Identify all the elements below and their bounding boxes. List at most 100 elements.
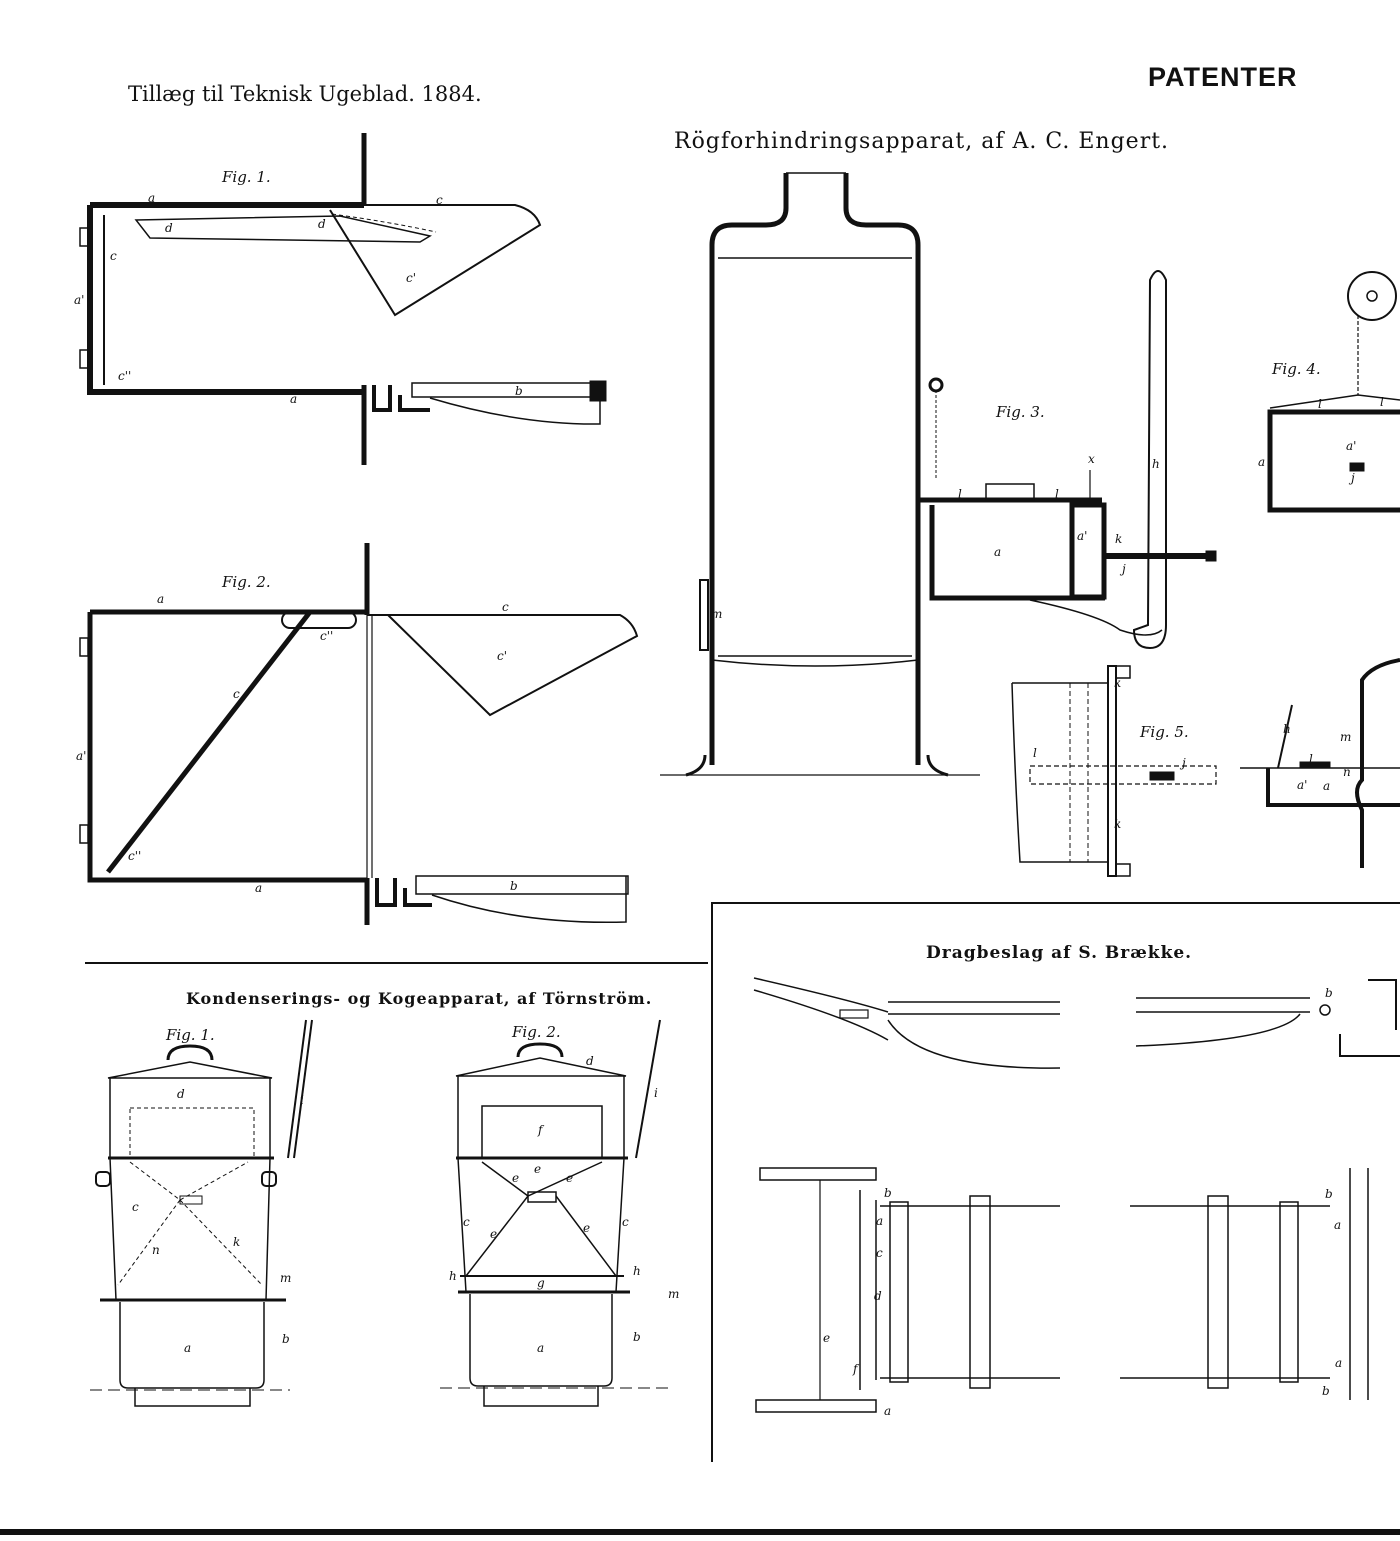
- section-header: PATENTER: [1148, 62, 1298, 92]
- label-h: h: [633, 1264, 641, 1278]
- label-l: l: [1033, 746, 1037, 760]
- fig1-drawing: [79, 133, 607, 465]
- label-j: j: [1351, 471, 1355, 485]
- label-a: a: [884, 1404, 892, 1418]
- fig3-drawing: [660, 172, 1217, 777]
- label-b: b: [1325, 1187, 1333, 1201]
- label-a1: a': [76, 749, 87, 763]
- label-e: e: [566, 1171, 574, 1185]
- label-m: m: [1340, 730, 1352, 744]
- label-j: j: [1122, 562, 1126, 576]
- fig4-caption: Fig. 4.: [1272, 360, 1321, 378]
- label-k: k: [1114, 676, 1122, 690]
- fig5-drawing: [1011, 665, 1217, 877]
- fig3-caption: Fig. 3.: [996, 403, 1045, 421]
- drag-fitting-title: Dragbeslag af S. Brække.: [926, 943, 1193, 963]
- label-h: h: [449, 1269, 457, 1283]
- label-a1: a': [1077, 529, 1088, 543]
- label-c: c: [463, 1215, 470, 1229]
- fig4-drawing: [1267, 271, 1400, 513]
- label-e: e: [823, 1331, 831, 1345]
- label-c: c: [132, 1200, 139, 1214]
- label-m: m: [668, 1287, 680, 1301]
- drag-fitting-plan-views: [755, 1167, 1369, 1413]
- label-a: a: [537, 1341, 545, 1355]
- label-d: d: [177, 1087, 185, 1101]
- fig5-caption: Fig. 5.: [1140, 723, 1189, 741]
- label-e: e: [583, 1221, 591, 1235]
- label-h: h: [1152, 457, 1160, 471]
- label-l: l: [1055, 487, 1059, 501]
- label-b: b: [1325, 986, 1333, 1000]
- drag-fitting-side-views: [753, 977, 1400, 1069]
- label-d: d: [874, 1289, 882, 1303]
- label-i: i: [654, 1086, 658, 1100]
- label-c2: c'': [320, 629, 334, 643]
- label-b: b: [515, 384, 523, 398]
- label-d: d: [586, 1054, 594, 1068]
- fig6-drawing: [1240, 658, 1400, 868]
- label-f: f: [853, 1362, 858, 1376]
- label-b: b: [510, 879, 518, 893]
- label-c: c: [622, 1215, 629, 1229]
- label-c1: c': [497, 649, 508, 663]
- label-a1: a': [1297, 778, 1308, 792]
- label-e: e: [490, 1227, 498, 1241]
- label-g: g: [537, 1276, 545, 1290]
- label-a: a: [1323, 779, 1331, 793]
- condenser-title: Kondenserings- og Kogeapparat, af Törnst…: [186, 989, 653, 1008]
- label-l: l: [1309, 752, 1313, 766]
- label-b: b: [884, 1186, 892, 1200]
- label-a: a: [1334, 1218, 1342, 1232]
- label-a: a: [255, 881, 263, 895]
- label-c: c: [876, 1246, 883, 1260]
- supplement-header: Tillæg til Teknisk Ugeblad. 1884.: [128, 82, 482, 106]
- label-d: d: [318, 217, 326, 231]
- label-c1: c': [406, 271, 417, 285]
- drag-fitting-frame: [711, 902, 1400, 1462]
- label-a: a: [1335, 1356, 1343, 1370]
- label-n: n: [1343, 765, 1351, 779]
- label-l: l: [1380, 395, 1384, 409]
- label-b: b: [633, 1330, 641, 1344]
- label-d: d: [165, 221, 173, 235]
- label-e: e: [512, 1171, 520, 1185]
- label-a: a: [876, 1214, 884, 1228]
- condenser-fig2-caption: Fig. 2.: [512, 1023, 561, 1041]
- label-f: f: [538, 1123, 543, 1137]
- label-a: a: [184, 1341, 192, 1355]
- label-a: a: [148, 191, 156, 205]
- label-m: m: [711, 607, 723, 621]
- label-c: c: [233, 687, 240, 701]
- label-k: k: [1114, 817, 1122, 831]
- label-x: x: [1088, 452, 1095, 466]
- condenser-fig2-drawing: [440, 1019, 670, 1407]
- label-k: k: [233, 1235, 241, 1249]
- label-l: l: [1318, 397, 1322, 411]
- label-a: a: [994, 545, 1002, 559]
- fig1-caption: Fig. 1.: [222, 168, 271, 186]
- label-j: j: [1182, 756, 1186, 770]
- condenser-fig1-caption: Fig. 1.: [166, 1026, 215, 1044]
- label-a: a: [157, 592, 165, 606]
- fig2-drawing: [79, 543, 639, 925]
- label-e: e: [534, 1162, 542, 1176]
- label-c2: c'': [128, 849, 142, 863]
- label-k: k: [1115, 532, 1123, 546]
- label-c: c: [436, 193, 443, 207]
- label-b: b: [282, 1332, 290, 1346]
- label-a1: a': [1346, 439, 1357, 453]
- label-a: a: [290, 392, 298, 406]
- label-m: m: [280, 1271, 292, 1285]
- fig2-caption: Fig. 2.: [222, 573, 271, 591]
- label-c: c: [110, 249, 117, 263]
- label-a1: a': [74, 293, 85, 307]
- smoke-preventer-title: Rögforhindringsapparat, af A. C. Engert.: [674, 129, 1170, 154]
- label-b: b: [1322, 1384, 1330, 1398]
- label-a: a: [1258, 455, 1266, 469]
- label-c: c: [502, 600, 509, 614]
- label-n: n: [152, 1243, 160, 1257]
- condenser-fig1-drawing: [90, 1019, 313, 1407]
